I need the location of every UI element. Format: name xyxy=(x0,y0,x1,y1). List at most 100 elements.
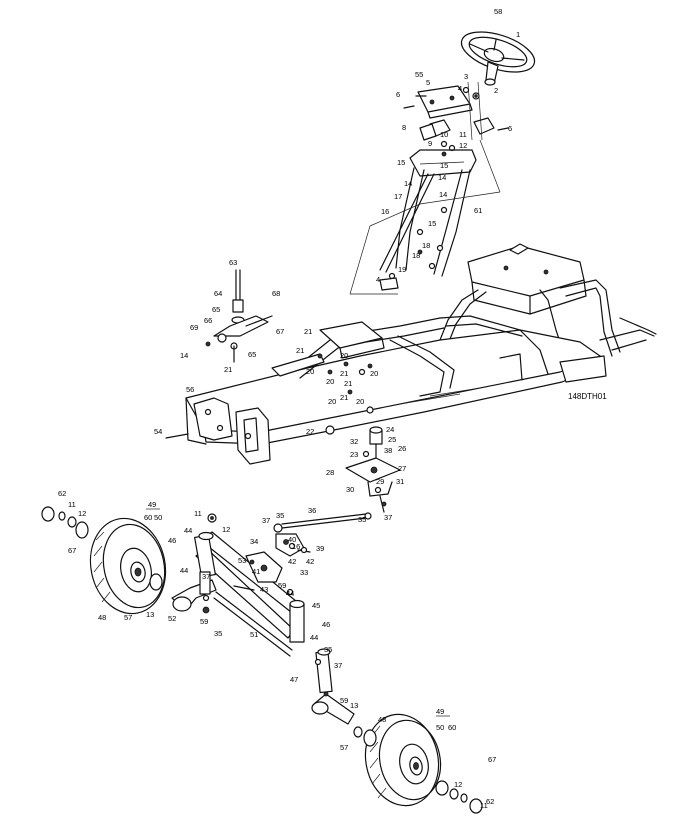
callout-label: 11 xyxy=(459,130,467,139)
right-wheel-illustration xyxy=(311,648,483,814)
callout-label: 20 xyxy=(356,397,364,406)
seat-frame-illustration xyxy=(439,243,657,361)
callout-label: 32 xyxy=(350,437,358,446)
callout-label: 15 xyxy=(440,161,448,170)
callout-label: 18 xyxy=(422,241,430,250)
callout-label: 58 xyxy=(494,7,502,16)
callout-label: 63 xyxy=(229,258,237,267)
callout-label: 14 xyxy=(180,351,188,360)
callout-label: 65 xyxy=(212,305,220,314)
callout-label: 21 xyxy=(340,393,348,402)
callout-label: 59 xyxy=(200,617,208,626)
callout-label: 31 xyxy=(396,477,404,486)
callout-label: 51 xyxy=(250,630,258,639)
callout-label: 57 xyxy=(340,743,348,752)
callout-label: 4 xyxy=(458,84,462,93)
callout-label: 20 xyxy=(328,397,336,406)
front-axle-illustration xyxy=(194,513,308,657)
callout-label: 60 xyxy=(448,723,456,732)
left-wheel-illustration xyxy=(41,506,217,615)
callout-label: 21 xyxy=(340,369,348,378)
callout-label: 28 xyxy=(326,468,334,477)
callout-label: 12 xyxy=(78,509,86,518)
callout-label: 9 xyxy=(428,139,432,148)
callout-label: 68 xyxy=(272,289,280,298)
callout-label: 6 xyxy=(508,124,512,133)
callout-label: 66 xyxy=(204,316,212,325)
callout-label: 50 xyxy=(436,723,444,732)
steering-wheel-illustration xyxy=(460,31,536,86)
callout-label: 34 xyxy=(250,537,258,546)
callout-label: 16 xyxy=(292,542,300,551)
callout-label: 64 xyxy=(214,289,222,298)
callout-label: 18 xyxy=(412,251,420,260)
callout-label: 21 xyxy=(224,365,232,374)
callout-label: 55 xyxy=(415,70,423,79)
callout-label: 42 xyxy=(306,557,314,566)
callout-label: 5 xyxy=(426,78,430,87)
callout-label: 21 xyxy=(304,327,312,336)
callout-label: 38 xyxy=(384,446,392,455)
callout-label: 35 xyxy=(324,645,332,654)
callout-label: 39 xyxy=(316,544,324,553)
callout-label: 11 xyxy=(194,509,202,518)
callout-label: 44 xyxy=(286,589,294,598)
callout-label: 53 xyxy=(238,556,246,565)
callout-label: 27 xyxy=(398,464,406,473)
callout-label: 24 xyxy=(386,425,394,434)
callout-label: 37 xyxy=(202,572,210,581)
callout-label: 12 xyxy=(454,780,462,789)
callout-label: 21 xyxy=(344,379,352,388)
callout-label: 59 xyxy=(340,696,348,705)
callout-label: 30 xyxy=(346,485,354,494)
callout-label: 60 xyxy=(144,513,152,522)
callout-label: 35 xyxy=(276,511,284,520)
callout-label: 45 xyxy=(312,601,320,610)
steering-column-illustration xyxy=(349,81,501,295)
callout-label: 4 xyxy=(376,275,380,284)
callout-label: 57 xyxy=(124,613,132,622)
callout-label: 19 xyxy=(398,265,406,274)
callout-label: 2 xyxy=(494,86,498,95)
callout-label: 62 xyxy=(486,797,494,806)
callout-label: 41 xyxy=(252,567,260,576)
steering-gear-illustration xyxy=(345,426,401,513)
callout-label: 1 xyxy=(516,30,520,39)
callout-label: 15 xyxy=(397,158,405,167)
callout-label: 16 xyxy=(381,207,389,216)
callout-label: 3 xyxy=(464,72,468,81)
callout-label: 11 xyxy=(68,500,76,509)
callout-label: 37 xyxy=(334,661,342,670)
lever-assembly-illustration xyxy=(205,269,273,363)
callout-label: 15 xyxy=(428,219,436,228)
callout-label: 49 xyxy=(436,707,444,716)
callout-label: 20 xyxy=(340,351,348,360)
callout-label: 40 xyxy=(288,535,296,544)
callout-label: 50 xyxy=(154,513,162,522)
dash-plate-illustration xyxy=(403,85,509,157)
callout-label: 36 xyxy=(308,506,316,515)
callout-label: 37 xyxy=(262,516,270,525)
callout-label: 22 xyxy=(306,427,314,436)
callout-label: 42 xyxy=(288,557,296,566)
callout-label: 44 xyxy=(180,566,188,575)
callout-label: 52 xyxy=(168,614,176,623)
callout-label: 20 xyxy=(370,369,378,378)
callout-label: 46 xyxy=(168,536,176,545)
callout-label: 14 xyxy=(404,179,412,188)
callout-label: 13 xyxy=(146,610,154,619)
callout-label: 35 xyxy=(358,515,366,524)
callout-label: 13 xyxy=(350,701,358,710)
callout-label: 67 xyxy=(488,755,496,764)
callout-label: 12 xyxy=(222,525,230,534)
callout-label: 67 xyxy=(276,327,284,336)
callout-label: 21 xyxy=(296,346,304,355)
callout-label: 56 xyxy=(186,385,194,394)
callout-label: 46 xyxy=(322,620,330,629)
callout-label: 26 xyxy=(398,444,406,453)
callout-label: 44 xyxy=(184,526,192,535)
drawing-code: 148DTH01 xyxy=(568,392,607,401)
